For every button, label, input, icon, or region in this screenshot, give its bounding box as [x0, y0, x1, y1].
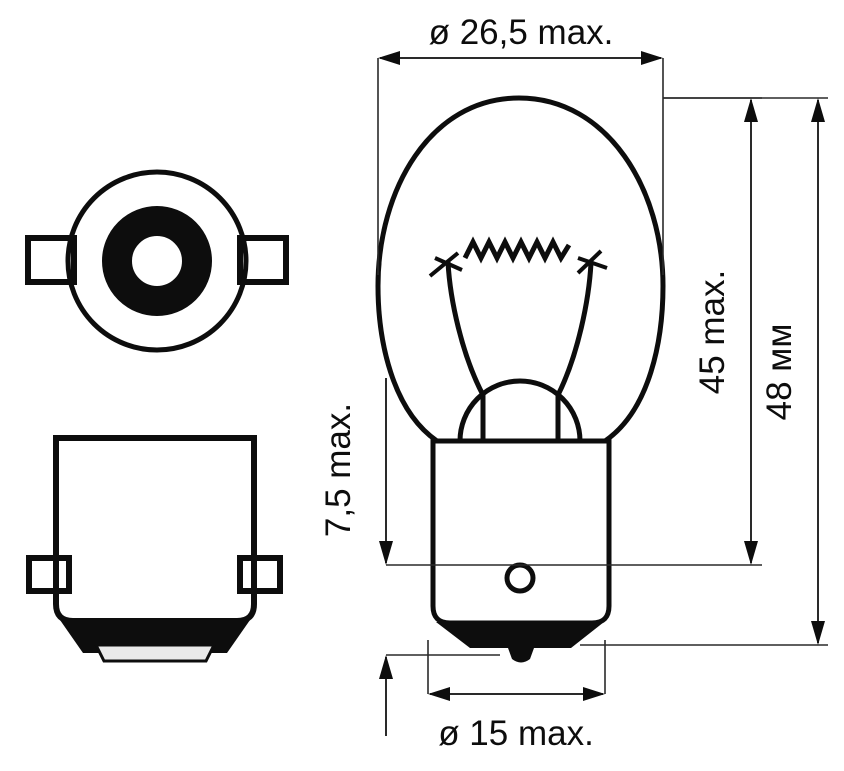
dim-arrowhead-45-top	[744, 98, 758, 122]
dimension-bottom-diameter: ø 15 max.	[427, 640, 606, 753]
side-view-base-body	[53, 435, 257, 624]
filament-right-cross-mark	[576, 249, 608, 275]
bulb-metal-base	[430, 438, 612, 626]
dim-arrowhead-48-bottom	[811, 621, 825, 645]
bottom-view-left-pin	[25, 235, 77, 285]
dim-arrowhead-48-top	[811, 98, 825, 122]
dimension-label-top-diameter: ø 26,5 max.	[429, 13, 614, 52]
dimension-label-bottom-diameter: ø 15 max.	[438, 714, 594, 753]
filament-left-support-wire	[445, 261, 486, 397]
main-view-bulb	[375, 95, 666, 663]
bulb-bottom-contact	[436, 622, 604, 663]
bottom-view-round-base	[25, 169, 289, 353]
dim-arrowhead-75-top	[379, 541, 393, 565]
filament-coil	[462, 236, 572, 264]
dim-arrowhead-left-bottom	[428, 687, 450, 701]
filament-right-support-wire	[555, 262, 594, 397]
dimension-base-offset: 7,5 max.	[319, 378, 609, 736]
dimension-top-diameter: ø 26,5 max.	[377, 13, 664, 275]
dimension-label-base-offset: 7,5 max.	[319, 403, 358, 537]
side-view-left-pin	[26, 555, 72, 594]
dim-arrowhead-left-top	[378, 51, 400, 65]
side-view-right-pin	[237, 555, 283, 594]
side-view-contact-inner	[93, 643, 217, 663]
bottom-view-right-pin	[237, 235, 289, 285]
dimension-label-total-height: 48 мм	[760, 324, 799, 421]
bottom-view-outer-circle	[65, 169, 249, 353]
bottom-view-contact-ring	[102, 206, 212, 316]
bulb-base-pin-hole	[504, 562, 536, 594]
dim-arrowhead-right-bottom	[583, 687, 605, 701]
dim-arrowhead-right-top	[641, 51, 663, 65]
glass-stem-dome	[457, 378, 583, 442]
dimension-total-height: 48 мм	[580, 97, 828, 646]
dimension-label-body-height: 45 max.	[693, 270, 732, 395]
filament-left-cross-mark	[428, 251, 463, 278]
dim-arrowhead-75-bottom	[379, 655, 393, 679]
dim-arrowhead-45-bottom	[744, 541, 758, 565]
bulb-glass-envelope	[375, 95, 666, 444]
side-view-base	[26, 435, 283, 663]
